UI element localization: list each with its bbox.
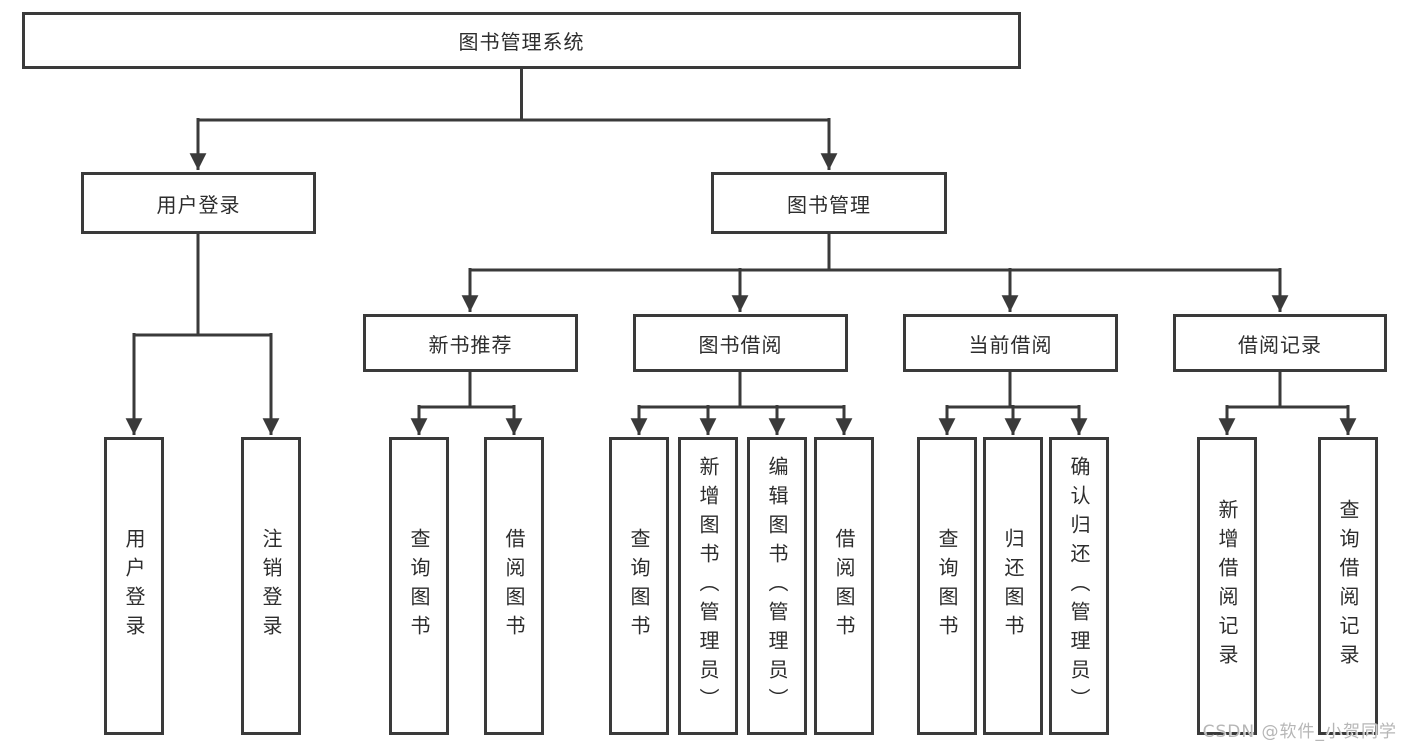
leaf-logout: 注销登录 <box>241 437 301 735</box>
node-label: 确认归还（管理员） <box>1067 455 1091 717</box>
node-label: 新增借阅记录 <box>1215 499 1239 673</box>
node-user-login: 用户登录 <box>81 172 316 234</box>
node-label: 归还图书 <box>1001 528 1025 644</box>
csdn-watermark: CSDN @软件_小贺同学 <box>1202 722 1397 742</box>
node-label: 借阅记录 <box>1238 332 1322 357</box>
node-label: 图书管理 <box>787 192 871 217</box>
leaf-add-books-admin: 新增图书（管理员） <box>678 437 738 735</box>
node-library-management-system: 图书管理系统 <box>22 12 1021 69</box>
leaf-query-books-borrow: 查询图书 <box>609 437 669 735</box>
node-label: 用户登录 <box>156 192 241 217</box>
node-label: 注销登录 <box>259 528 283 644</box>
leaf-query-books-current: 查询图书 <box>917 437 977 735</box>
leaf-edit-books-admin: 编辑图书（管理员） <box>747 437 807 735</box>
node-current-borrow: 当前借阅 <box>903 314 1118 372</box>
leaf-confirm-return-admin: 确认归还（管理员） <box>1049 437 1109 735</box>
node-label: 用户登录 <box>122 528 146 644</box>
node-label: 图书借阅 <box>698 332 783 357</box>
node-label: 当前借阅 <box>968 332 1053 357</box>
node-label: 查询图书 <box>627 528 651 644</box>
node-label: 新书推荐 <box>428 332 513 357</box>
leaf-query-books-recommend: 查询图书 <box>389 437 449 735</box>
leaf-return-books: 归还图书 <box>983 437 1043 735</box>
leaf-query-borrow-record: 查询借阅记录 <box>1318 437 1378 735</box>
node-label: 查询借阅记录 <box>1336 499 1360 673</box>
node-borrow-records: 借阅记录 <box>1173 314 1387 372</box>
node-label: 编辑图书（管理员） <box>765 455 789 717</box>
node-label: 查询图书 <box>407 528 431 644</box>
node-new-book-recommend: 新书推荐 <box>363 314 578 372</box>
node-label: 借阅图书 <box>502 528 526 644</box>
node-label: 图书管理系统 <box>458 30 585 54</box>
node-label: 新增图书（管理员） <box>696 455 720 717</box>
node-label: 借阅图书 <box>832 528 856 644</box>
leaf-borrow-books-recommend: 借阅图书 <box>484 437 544 735</box>
leaf-add-borrow-record: 新增借阅记录 <box>1197 437 1257 735</box>
node-label: 查询图书 <box>935 528 959 644</box>
node-book-borrow: 图书借阅 <box>633 314 848 372</box>
node-book-management: 图书管理 <box>711 172 947 234</box>
leaf-borrow-books: 借阅图书 <box>814 437 874 735</box>
leaf-user-login: 用户登录 <box>104 437 164 735</box>
